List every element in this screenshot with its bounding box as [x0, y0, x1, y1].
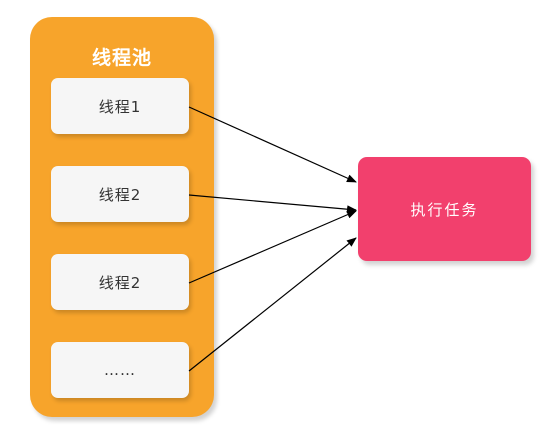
thread-node-1: 线程1 [51, 78, 189, 134]
thread-node-3: 线程2 [51, 254, 189, 310]
arrow-thread1-to-task [188, 106, 357, 183]
execute-task-node: 执行任务 [358, 157, 531, 261]
arrow-more-to-task [188, 237, 357, 372]
thread-node-more: …… [51, 342, 189, 398]
thread-node-2: 线程2 [51, 166, 189, 222]
arrow-thread2-to-task [188, 194, 357, 214]
arrow-thread3-to-task [188, 210, 357, 284]
thread-pool-title: 线程池 [91, 47, 152, 69]
